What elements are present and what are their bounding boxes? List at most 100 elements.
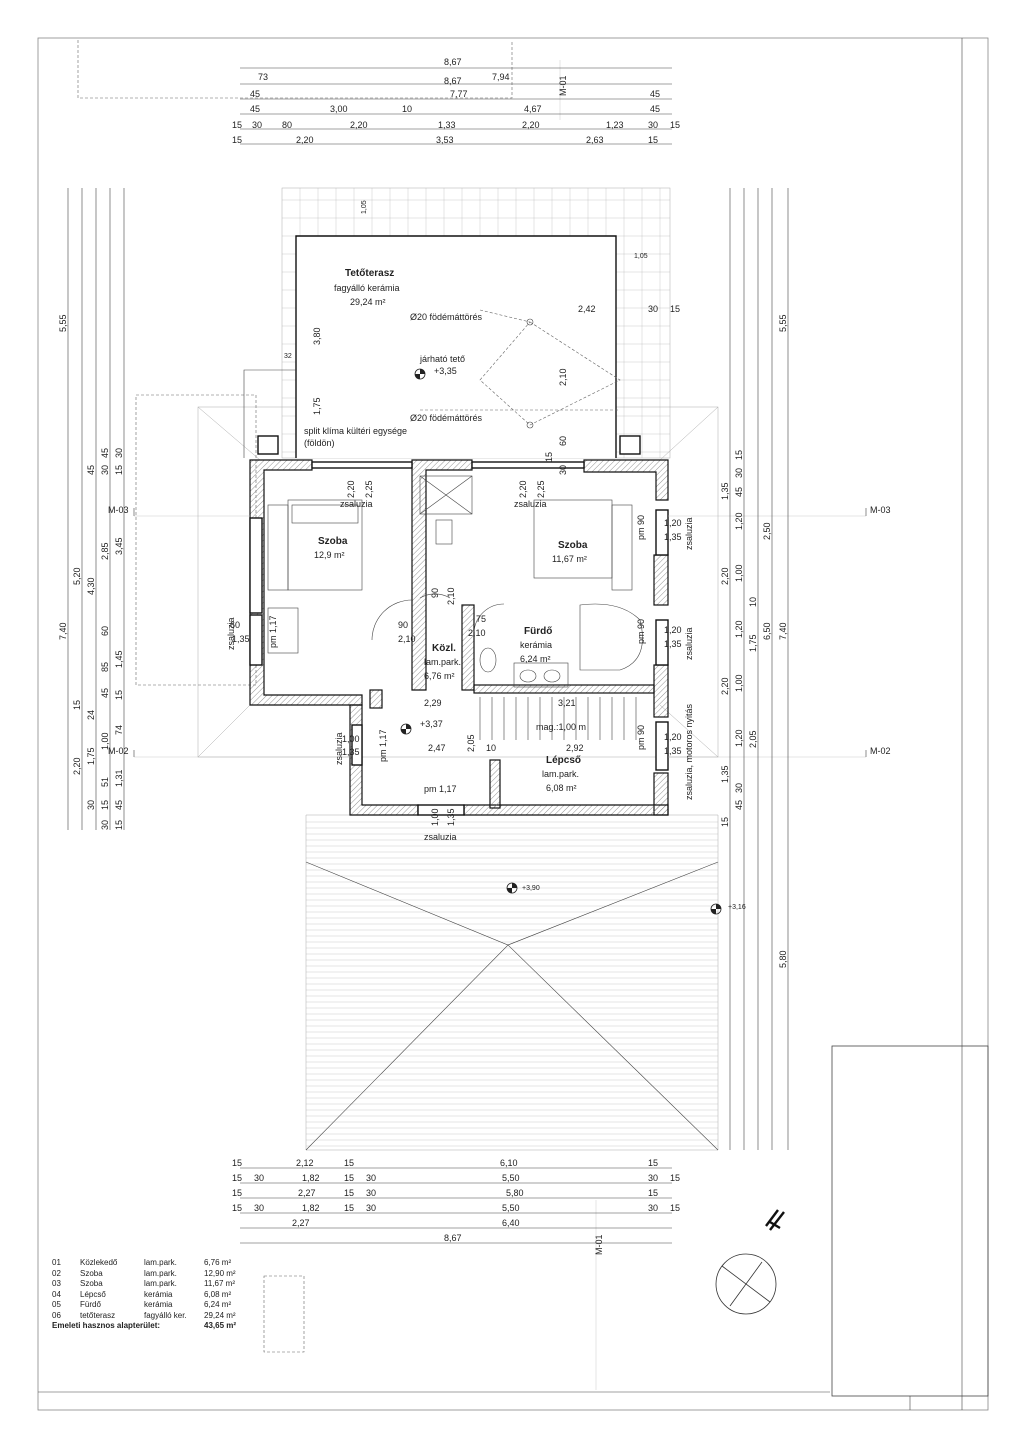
section-mark-m02-right: M-02 xyxy=(870,746,891,756)
dim-text: 2,05 xyxy=(748,730,758,748)
dim-text: 90 xyxy=(430,588,440,598)
room-finish-stair: lam.park. xyxy=(542,769,579,779)
room-name-hall: Közl. xyxy=(432,643,456,654)
window-note-5: pm 1,17 xyxy=(378,729,388,762)
building-walls xyxy=(249,435,669,816)
schedule-cell-no: 02 xyxy=(52,1268,61,1278)
dim-text: 2,63 xyxy=(586,135,604,145)
dim-text: 15 xyxy=(232,1188,242,1198)
dim-text: 90 xyxy=(398,620,408,630)
dim-text: 15 xyxy=(232,1203,242,1213)
schedule-cell-area: 29,24 m² xyxy=(204,1310,236,1320)
dim-text: 7,40 xyxy=(778,622,788,640)
dim-text: 30 xyxy=(366,1188,376,1198)
dim-text: 5,55 xyxy=(778,314,788,332)
dim-text: 30 xyxy=(366,1203,376,1213)
schedule-cell-no: 01 xyxy=(52,1258,61,1267)
dim-text: 15 xyxy=(648,1188,658,1198)
dim-text: 2,10 xyxy=(558,368,568,386)
vent-note-1: Ø20 födémáttörés xyxy=(410,312,483,322)
dim-text: 2,20 xyxy=(346,480,356,498)
dim-text: 74 xyxy=(114,725,124,735)
dim-text: 15 xyxy=(232,135,242,145)
walkable-roof-note: járható tető xyxy=(419,354,465,364)
dim-text: 6,40 xyxy=(502,1218,520,1228)
schedule-cell-finish: lam.park. xyxy=(144,1268,177,1278)
schedule-cell-area: 6,08 m² xyxy=(204,1289,232,1299)
dimension-lines xyxy=(67,67,789,1244)
dim-text: 4,30 xyxy=(86,577,96,595)
dim-text: 15 xyxy=(114,820,124,830)
dim-text: 45 xyxy=(734,487,744,497)
dim-text: 80 xyxy=(282,120,292,130)
dim-text: 32 xyxy=(284,353,292,360)
dim-text: 15 xyxy=(720,817,730,827)
room-area-szoba-2: 11,67 m² xyxy=(552,554,587,564)
room-name-szoba-1: Szoba xyxy=(318,536,348,547)
room-name-stair: Lépcső xyxy=(546,755,581,766)
dim-text: 7,94 xyxy=(492,72,510,82)
room-name-bath: Fürdő xyxy=(524,626,552,637)
dim-text: 15 xyxy=(114,465,124,475)
dim-text: 30 xyxy=(100,820,110,830)
dim-text: 30 xyxy=(86,800,96,810)
title-block xyxy=(831,1045,989,1397)
dim-text: 15 xyxy=(100,800,110,810)
schedule-cell-area: 6,76 m² xyxy=(204,1258,232,1267)
window-note-3: pm 90 xyxy=(636,725,646,750)
dim-text: 1,20 xyxy=(734,620,744,638)
shutter-note-bottom: zsaluzia xyxy=(424,832,457,842)
shutter-note-right-2: zsaluzia xyxy=(684,627,694,660)
dim-text: 15 xyxy=(344,1158,354,1168)
level-eave: +3,16 xyxy=(728,904,746,911)
dim-text: 5,55 xyxy=(58,314,68,332)
schedule-cell-name: Szoba xyxy=(80,1268,103,1278)
dim-text: 5,80 xyxy=(778,950,788,968)
dim-text: 15 xyxy=(670,120,680,130)
dim-text: 2,20 xyxy=(720,677,730,695)
dim-text: 1,00 xyxy=(734,564,744,582)
dim-text: 30 xyxy=(648,1173,658,1183)
dim-text: 1,20 xyxy=(734,512,744,530)
level-ridge: +3,90 xyxy=(522,885,540,892)
dim-text: 45 xyxy=(100,448,110,458)
dim-text: 1,35 xyxy=(342,747,360,757)
dim-text: 2,85 xyxy=(100,542,110,560)
dim-text: 2,27 xyxy=(292,1218,310,1228)
dim-text: 15 xyxy=(648,1158,658,1168)
dim-text: 2,27 xyxy=(298,1188,316,1198)
dim-text: 1,75 xyxy=(86,747,96,765)
dim-text: 3,00 xyxy=(330,104,348,114)
inner-dimensions: 1,05 1,05 3,80 1,75 32 2,42 30 15 2,10 6… xyxy=(230,200,682,826)
room-finish-terrace: fagyálló kerámia xyxy=(334,283,400,293)
dim-text: 10 xyxy=(486,743,496,753)
dim-text: 5,50 xyxy=(502,1203,520,1213)
dim-text: 1,33 xyxy=(438,120,456,130)
section-mark-m03-right: M-03 xyxy=(870,505,891,515)
dim-text: 1,00 xyxy=(734,674,744,692)
dim-text: 2,20 xyxy=(518,480,528,498)
schedule-total-value: 43,65 m² xyxy=(204,1321,237,1330)
section-mark-m01-bottom: M-01 xyxy=(594,1234,604,1255)
section-mark-m02-left: M-02 xyxy=(108,746,129,756)
dim-text: 3,53 xyxy=(436,135,454,145)
level-markers xyxy=(400,318,722,915)
schedule-cell-finish: fagyálló ker. xyxy=(144,1310,187,1320)
north-arrow-icon xyxy=(715,1209,785,1315)
dim-text: 1,82 xyxy=(302,1203,320,1213)
schedule-cell-name: Lépcső xyxy=(80,1289,106,1299)
dim-text: 2,12 xyxy=(296,1158,314,1168)
schedule-cell-no: 04 xyxy=(52,1289,61,1299)
dim-text: 24 xyxy=(86,710,96,720)
dim-text: 30 xyxy=(648,120,658,130)
room-finish-bath: kerámia xyxy=(520,640,552,650)
dim-text: 1,00 xyxy=(342,734,360,744)
dim-text: 30 xyxy=(558,465,568,475)
dim-text: 45 xyxy=(250,104,260,114)
dim-text: 2,47 xyxy=(428,743,446,753)
dim-text: 2,10 xyxy=(398,634,416,644)
schedule-cell-finish: kerámia xyxy=(144,1300,173,1309)
